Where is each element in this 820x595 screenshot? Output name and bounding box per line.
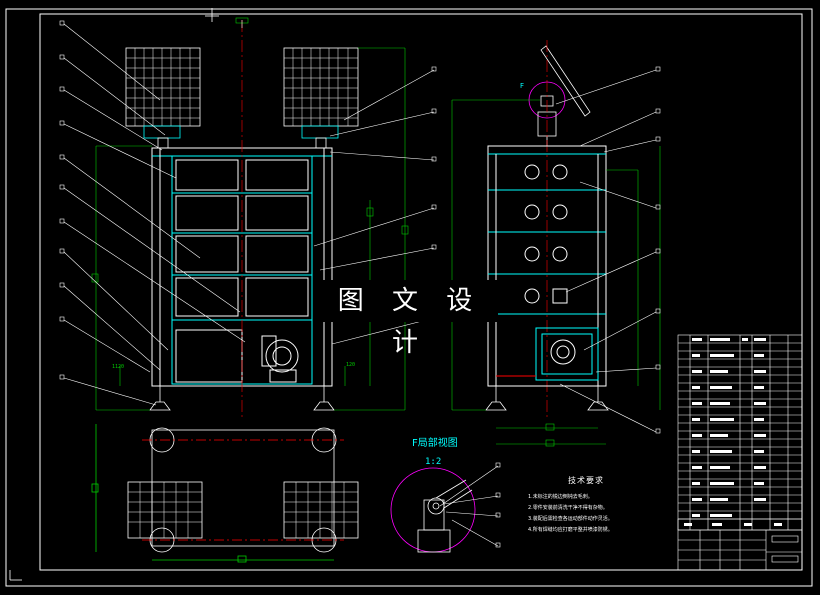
- detail-view-f: [390, 462, 501, 553]
- feet-front: [149, 386, 335, 411]
- outer-border: [5, 8, 813, 587]
- tech-requirements-list: 1.未标注的锐边倒钝去毛刺。 2.零件安装前清洗干净不得有杂物。 3.装配后需检…: [528, 492, 613, 536]
- detail-view-title: F局部视图: [412, 438, 458, 449]
- title-block-text-marks: [684, 338, 782, 526]
- dim-left-label: 1120: [112, 364, 124, 370]
- ucs-icon: [9, 570, 22, 581]
- top-view: [91, 424, 359, 563]
- watermark: 图 文 设 计: [322, 280, 498, 358]
- front-dimensions: [91, 47, 409, 411]
- tech-requirement-item: 1.未标注的锐边倒钝去毛刺。: [528, 494, 593, 500]
- inner-border: [39, 13, 803, 571]
- detail-view-scale: 1:2: [425, 457, 442, 467]
- section-mark-f: F: [520, 82, 524, 90]
- solar-panel-right: [283, 47, 359, 127]
- dim-mid-label: 120: [346, 362, 355, 368]
- tech-requirement-item: 4.所有焊缝均应打磨平整并喷漆防锈。: [528, 527, 613, 533]
- tech-requirement-item: 2.零件安装前清洗干净不得有杂物。: [528, 505, 608, 511]
- cabinet-body: [151, 147, 333, 387]
- side-view: F: [451, 40, 661, 447]
- front-view: 1120 120: [59, 8, 437, 420]
- front-leaders: [63, 20, 435, 406]
- solar-panel-left: [125, 47, 201, 127]
- title-block: [677, 334, 803, 571]
- tech-requirement-item: 3.装配后需检查各运动部件动作灵活。: [528, 516, 613, 522]
- tech-requirements-title: 技术要求: [568, 476, 604, 485]
